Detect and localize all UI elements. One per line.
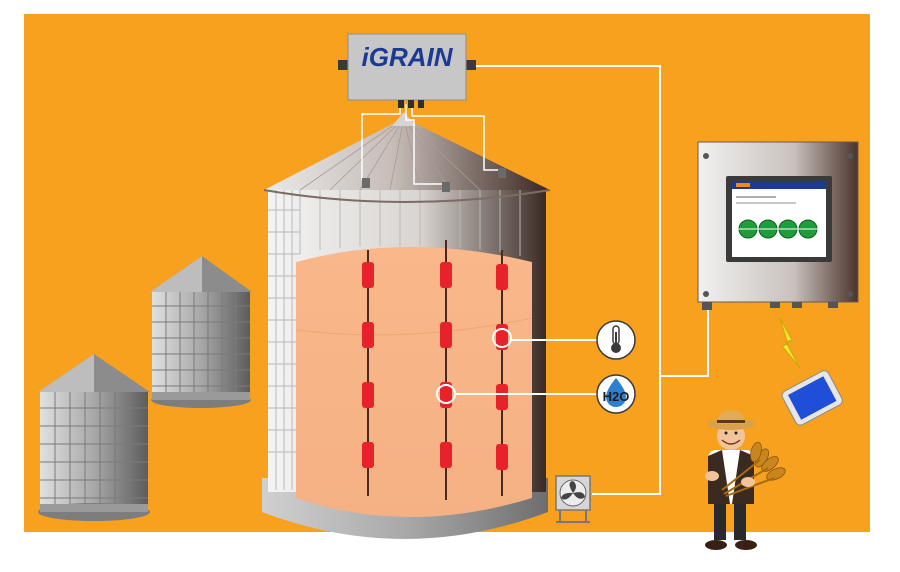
connection-wiring: [454, 65, 709, 495]
tablet-icon: [781, 370, 843, 426]
sensor-node: [440, 442, 452, 468]
sensor-node: [362, 262, 374, 288]
grain-fill: [296, 247, 532, 517]
roof-cable-clamps: [362, 168, 506, 192]
sensor-node: [440, 322, 452, 348]
igrain-controller: iGRAIN: [338, 33, 476, 108]
moisture-label: H2O: [603, 389, 630, 404]
roof-cable-hangers: [361, 104, 500, 185]
sensor-node: [440, 262, 452, 288]
controller-brand-label: iGRAIN: [361, 42, 453, 72]
sensor-node: [362, 382, 374, 408]
silo-roof: [264, 118, 550, 190]
silo-wall-grid: [268, 188, 521, 490]
small-silo-front: [38, 354, 150, 521]
sensor-node: [496, 264, 508, 290]
thermometer-icon: [596, 320, 636, 360]
sensor-node: [496, 444, 508, 470]
lightning-icon: [779, 317, 801, 369]
sensor-node: [362, 322, 374, 348]
small-silo-back: [150, 256, 252, 408]
farmer-icon: [705, 410, 786, 550]
control-cabinet: [697, 141, 859, 310]
temperature-sensor-highlight: [492, 328, 512, 348]
cabinet-screen: [732, 181, 826, 257]
sensor-node: [362, 442, 374, 468]
sensor-node: [496, 384, 508, 410]
water-drop-icon: H2O: [596, 374, 636, 414]
fan-icon: [555, 475, 591, 523]
